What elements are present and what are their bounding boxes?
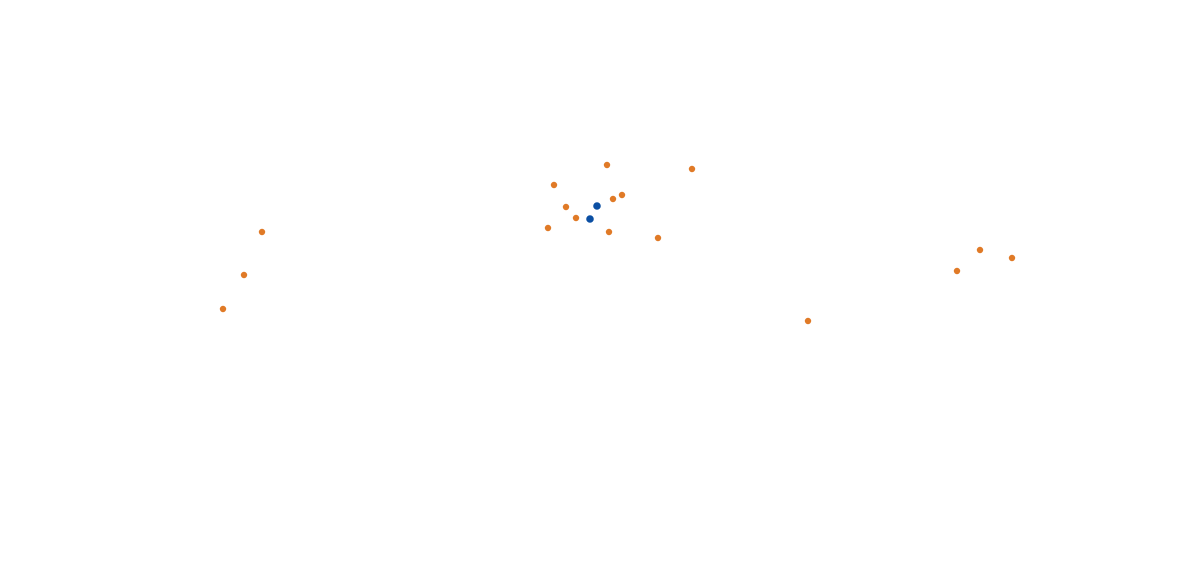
map-marker-orange[interactable] [218,304,227,313]
map-marker-orange[interactable] [572,213,581,222]
map-marker-orange[interactable] [688,164,697,173]
map-marker-orange[interactable] [609,194,618,203]
map-marker-orange[interactable] [953,266,962,275]
map-marker-orange[interactable] [562,202,571,211]
map-marker-orange[interactable] [804,316,813,325]
map-marker-blue[interactable] [585,214,595,224]
map-marker-orange[interactable] [257,227,266,236]
map-marker-orange[interactable] [618,190,627,199]
map-marker-orange[interactable] [976,245,985,254]
map-marker-orange[interactable] [603,160,612,169]
map-marker-orange[interactable] [1008,253,1017,262]
map-marker-orange[interactable] [550,180,559,189]
map-marker-orange[interactable] [605,227,614,236]
map-marker-orange[interactable] [239,270,248,279]
map-marker-orange[interactable] [654,233,663,242]
map-marker-orange[interactable] [544,223,553,232]
map-marker-blue[interactable] [592,201,602,211]
